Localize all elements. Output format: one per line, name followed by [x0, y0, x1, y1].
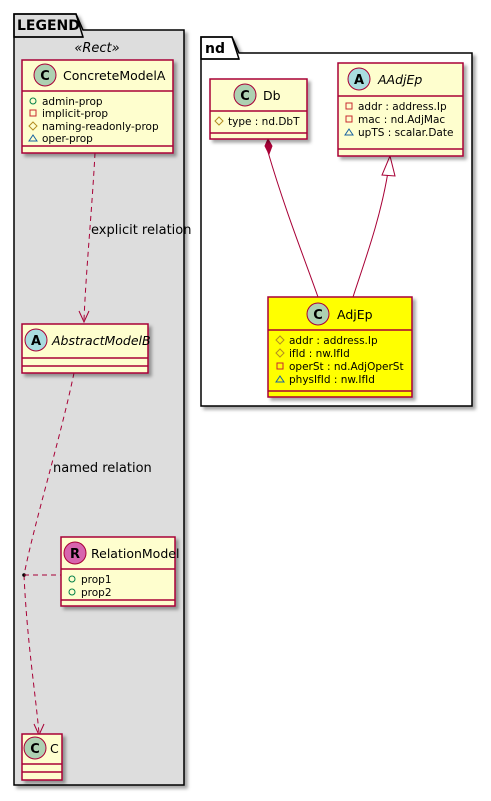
member-admin-prop: admin-prop [29, 96, 103, 108]
class-kind-letter: C [313, 308, 323, 323]
composition-edge-db-adjep[interactable] [264, 137, 319, 298]
class-kind-letter: A [354, 73, 364, 88]
class-kind-icon [33, 63, 57, 87]
public-visibility-icon [68, 575, 76, 583]
member-prop2: prop2 [68, 587, 112, 599]
protected-visibility-icon [275, 335, 285, 345]
member-addr: addr : address.Ip [345, 101, 447, 113]
member-ifid: ifId : nw.IfId [275, 348, 350, 360]
class-adjep[interactable]: C AdjEp addr : address.Ip ifId : nw.IfId… [267, 296, 413, 398]
class-concrete-model-a[interactable]: C ConcreteModelA admin-prop implicit-pro… [21, 59, 174, 154]
svg-text:prop1: prop1 [81, 574, 112, 586]
class-kind-letter: R [70, 547, 80, 562]
public-visibility-icon [29, 97, 37, 105]
named-relation-label: named relation [53, 461, 152, 476]
svg-text:addr : address.Ip: addr : address.Ip [289, 335, 378, 347]
class-kind-letter: C [240, 89, 250, 104]
generalization-edge-adjep-aadjep[interactable] [352, 154, 396, 298]
class-name: ConcreteModelA [63, 68, 166, 83]
abstract-kind-icon [24, 328, 48, 352]
class-aadjep[interactable]: A AAdjEp addr : address.Ip mac : nd.AdjM… [337, 62, 464, 157]
member-addr: addr : address.Ip [275, 335, 378, 347]
svg-text:naming-readonly-prop: naming-readonly-prop [42, 121, 159, 133]
class-name: AbstractModelB [51, 333, 151, 348]
relation-kind-icon [63, 541, 87, 565]
svg-text:oper-prop: oper-prop [42, 133, 93, 145]
member-implicit-prop: implicit-prop [29, 108, 108, 120]
svg-text:ifId : nw.IfId: ifId : nw.IfId [289, 348, 350, 360]
class-name: RelationModel [91, 546, 179, 561]
svg-text:admin-prop: admin-prop [42, 96, 103, 108]
class-abstract-model-b[interactable]: A AbstractModelB [21, 323, 151, 374]
package-legend-stereotype: «Rect» [74, 41, 119, 56]
svg-text:physIfId : nw.IfId: physIfId : nw.IfId [289, 374, 375, 386]
class-db[interactable]: C Db type : nd.DbT [209, 78, 308, 140]
private-visibility-icon [345, 115, 353, 123]
explicit-relation-label: explicit relation [91, 223, 191, 238]
private-visibility-icon [276, 362, 284, 370]
protected-visibility-icon [214, 116, 224, 126]
class-name: Db [263, 88, 281, 103]
class-name: C [50, 741, 59, 756]
member-operst: operSt : nd.AdjOperSt [276, 361, 404, 373]
package-visibility-icon [275, 375, 285, 383]
class-name: AdjEp [337, 307, 373, 322]
member-upts: upTS : scalar.Date [344, 127, 453, 139]
class-relation-model[interactable]: R RelationModel prop1 prop2 [60, 536, 179, 607]
package-legend-title: LEGEND [17, 18, 80, 34]
member-mac: mac : nd.AdjMac [345, 114, 445, 126]
package-nd-title: nd [205, 41, 225, 57]
public-visibility-icon [68, 588, 76, 596]
member-prop1: prop1 [68, 574, 112, 586]
package-visibility-icon [28, 134, 38, 142]
class-kind-icon [23, 736, 47, 760]
package-visibility-icon [344, 128, 354, 136]
class-c[interactable]: C C [21, 733, 63, 781]
member-type: type : nd.DbT [214, 116, 300, 128]
svg-text:prop2: prop2 [81, 587, 112, 599]
class-kind-letter: C [30, 742, 40, 757]
abstract-kind-icon [347, 67, 371, 91]
member-oper-prop: oper-prop [28, 133, 93, 145]
class-kind-icon [233, 83, 257, 107]
class-name: AAdjEp [377, 72, 422, 87]
member-naming-readonly-prop: naming-readonly-prop [28, 121, 159, 133]
private-visibility-icon [29, 109, 37, 117]
svg-text:operSt : nd.AdjOperSt: operSt : nd.AdjOperSt [289, 361, 404, 373]
svg-text:mac : nd.AdjMac: mac : nd.AdjMac [358, 114, 445, 126]
member-physifid: physIfId : nw.IfId [275, 374, 375, 386]
svg-text:type : nd.DbT: type : nd.DbT [228, 116, 300, 128]
protected-visibility-icon [275, 348, 285, 358]
svg-text:upTS : scalar.Date: upTS : scalar.Date [358, 127, 453, 139]
svg-text:implicit-prop: implicit-prop [42, 108, 108, 120]
class-kind-icon [306, 302, 330, 326]
explicit-relation-edge[interactable] [78, 152, 96, 324]
private-visibility-icon [345, 102, 353, 110]
protected-visibility-icon [28, 121, 38, 131]
class-kind-letter: A [31, 334, 41, 349]
class-kind-letter: C [40, 69, 50, 84]
svg-text:addr : address.Ip: addr : address.Ip [358, 101, 447, 113]
